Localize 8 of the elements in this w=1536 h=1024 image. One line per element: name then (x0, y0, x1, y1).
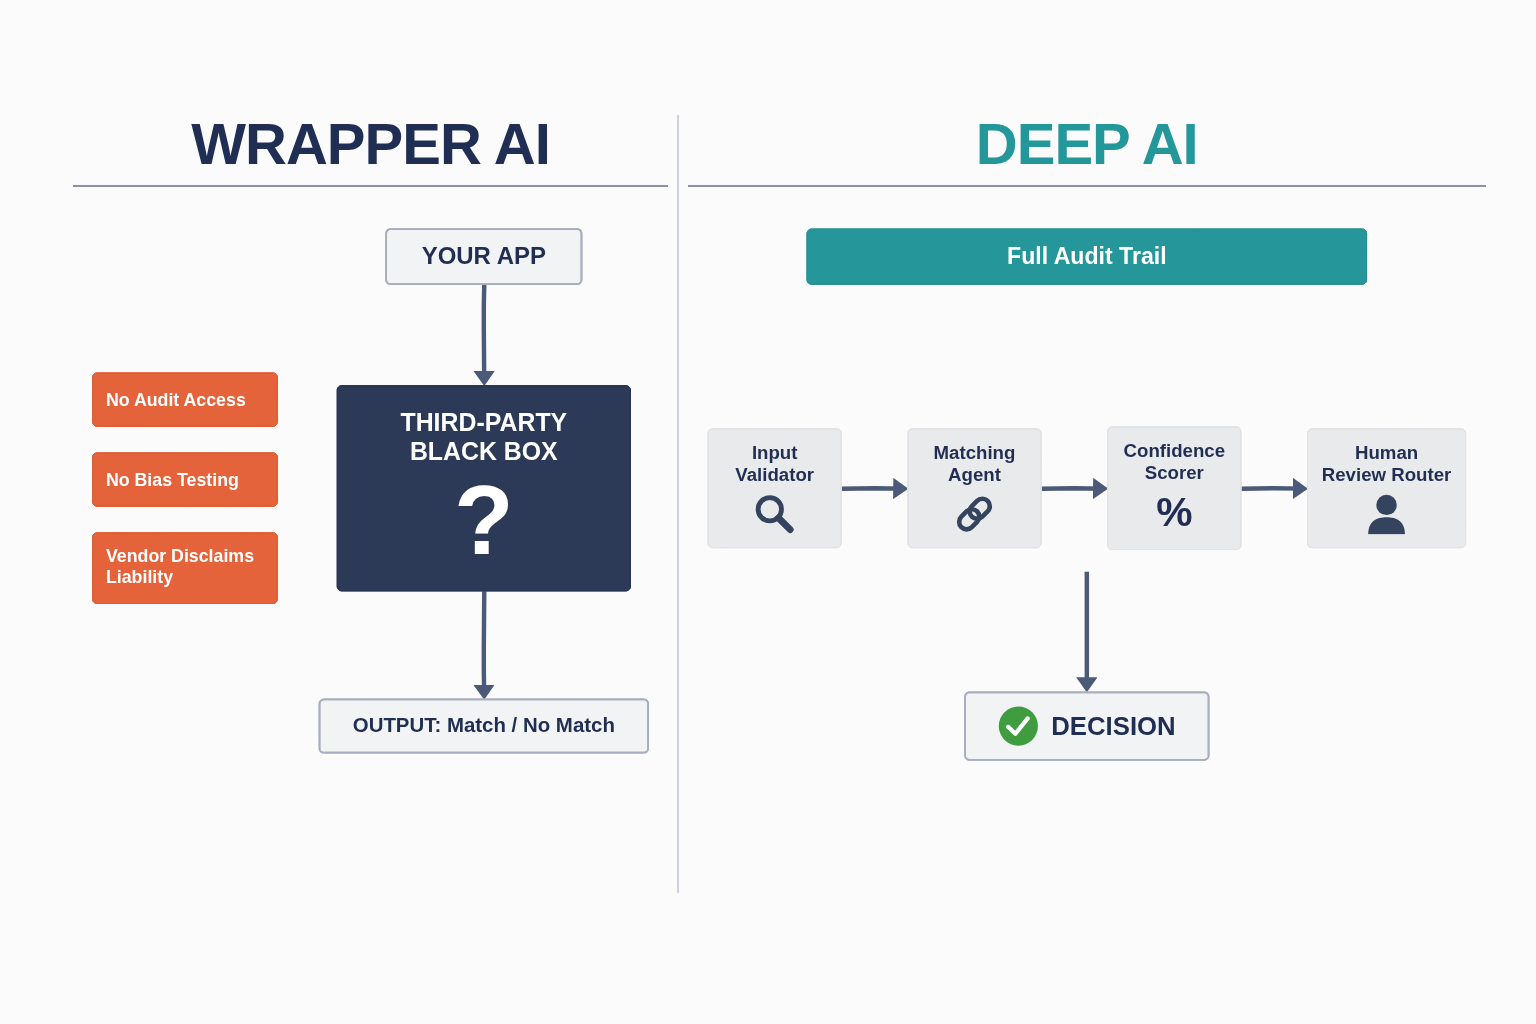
column-heading: DEEP AI (975, 112, 1198, 176)
column-heading: WRAPPER AI (191, 112, 550, 176)
arrow (1041, 477, 1109, 500)
arrow (1076, 571, 1098, 693)
arrow (473, 284, 495, 387)
arrow (473, 591, 495, 700)
arrow (841, 477, 909, 500)
arrow (1241, 477, 1308, 500)
